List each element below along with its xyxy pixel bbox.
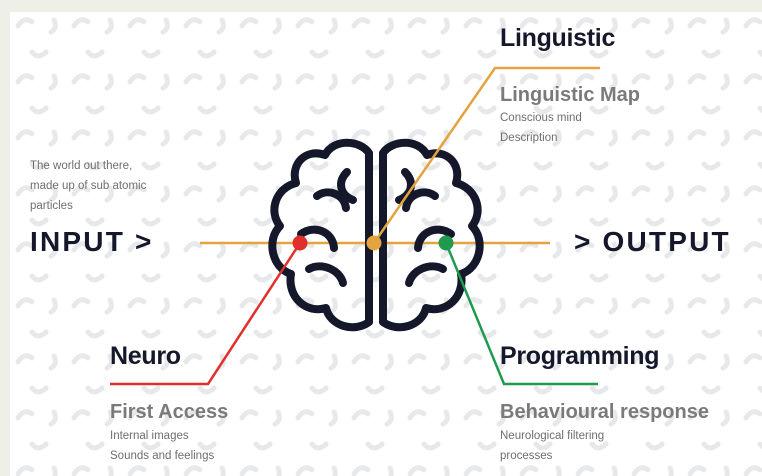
neuro-node [292,235,308,251]
linguistic-details: Conscious mind Description [500,108,582,148]
neuro-title: Neuro [110,342,181,370]
neuro-detail-line: Internal images [110,430,189,442]
linguistic-connector [372,66,600,244]
programming-detail-line: Neurological filtering [500,430,605,442]
linguistic-title: Linguistic [500,24,616,52]
output-label: > OUTPUT [574,226,731,257]
neuro-connector [110,242,302,386]
linguistic-node [366,235,382,251]
programming-subtitle: Behavioural response [500,401,709,423]
input-description: The world out there, made up of sub atom… [30,156,146,216]
programming-detail-line: processes [500,450,553,462]
diagram-canvas: The world out there, made up of sub atom… [10,12,762,476]
linguistic-subtitle: Linguistic Map [500,84,640,106]
brain-icon [268,138,484,332]
programming-title: Programming [500,342,660,370]
programming-node [438,235,454,251]
input-description-line: particles [30,200,73,212]
linguistic-detail-line: Conscious mind [500,112,582,124]
neuro-detail-line: Sounds and feelings [110,450,215,462]
input-description-line: The world out there, [30,160,133,172]
linguistic-detail-line: Description [500,132,558,144]
input-label: INPUT > [30,226,154,257]
programming-connector [444,242,598,386]
diagram-graphics [110,66,600,386]
neuro-subtitle: First Access [110,401,229,423]
neuro-details: Internal images Sounds and feelings [110,426,214,466]
input-description-line: made up of sub atomic [30,180,147,192]
programming-details: Neurological filtering processes [500,426,604,466]
